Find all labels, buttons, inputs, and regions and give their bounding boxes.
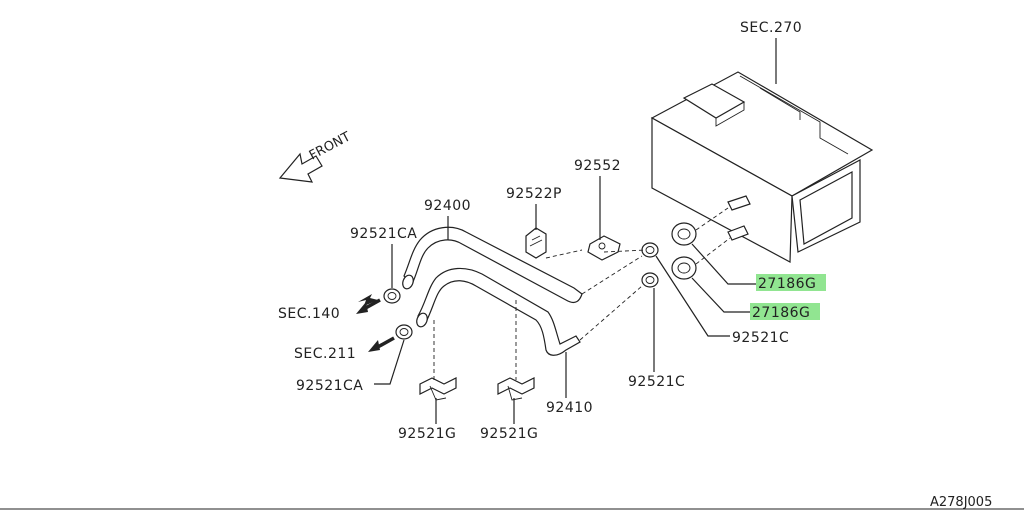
leader-27186G-bottom bbox=[691, 277, 750, 313]
grommet-27186G-bottom bbox=[671, 256, 697, 280]
label-sec140: SEC.140 bbox=[278, 306, 340, 322]
label-92521CA-top: 92521CA bbox=[350, 226, 417, 242]
clamp-92521C-upper bbox=[641, 242, 659, 258]
clip-92521G-left bbox=[419, 377, 457, 401]
label-92552: 92552 bbox=[574, 158, 621, 174]
front-arrow-icon bbox=[278, 152, 323, 183]
dash-bracket-clamp bbox=[603, 249, 647, 253]
label-sec211: SEC.211 bbox=[294, 346, 356, 362]
label-sec270: SEC.270 bbox=[740, 20, 802, 36]
label-92521G-right: 92521G bbox=[480, 426, 538, 442]
label-92521C-lower: 92521C bbox=[628, 374, 685, 390]
label-92410: 92410 bbox=[546, 400, 593, 416]
highlight-27186G-bottom bbox=[750, 303, 820, 320]
direction-arrow-icon bbox=[356, 294, 381, 314]
label-92400: 92400 bbox=[424, 198, 471, 214]
dash-clip-bracket bbox=[545, 249, 583, 259]
dash-hose2-clamp bbox=[579, 285, 643, 341]
bracket-92552 bbox=[587, 235, 621, 261]
clamp-92521C-lower bbox=[641, 272, 659, 288]
clip-92522P bbox=[525, 227, 547, 259]
dash-hose1-clamp bbox=[581, 255, 643, 295]
label-27186G-bottom: 27186G bbox=[752, 305, 810, 321]
leader-92521CA-bottom bbox=[374, 339, 405, 385]
hose-92410 bbox=[416, 267, 581, 356]
leader-92521C-right bbox=[655, 255, 730, 337]
canister bbox=[650, 71, 874, 263]
highlight-27186G-top bbox=[756, 274, 826, 291]
label-front: FRONT bbox=[307, 129, 353, 163]
leader-27186G-top bbox=[691, 243, 756, 285]
clamp-92521CA-bottom bbox=[395, 324, 413, 340]
label-diagram-code: A278J005 bbox=[930, 495, 992, 510]
clamp-92521CA-top bbox=[383, 288, 401, 304]
clip-92521G-right bbox=[497, 377, 535, 401]
hose-92400 bbox=[402, 226, 583, 304]
direction-arrow-icon bbox=[368, 336, 395, 352]
grommet-27186G-top bbox=[671, 222, 697, 246]
label-92521CA-bottom: 92521CA bbox=[296, 378, 363, 394]
label-27186G-top: 27186G bbox=[758, 276, 816, 292]
label-92521G-left: 92521G bbox=[398, 426, 456, 442]
dash-grommet2-nozzle bbox=[695, 237, 731, 265]
label-92521C-right: 92521C bbox=[732, 330, 789, 346]
label-92522P: 92522P bbox=[506, 186, 562, 202]
